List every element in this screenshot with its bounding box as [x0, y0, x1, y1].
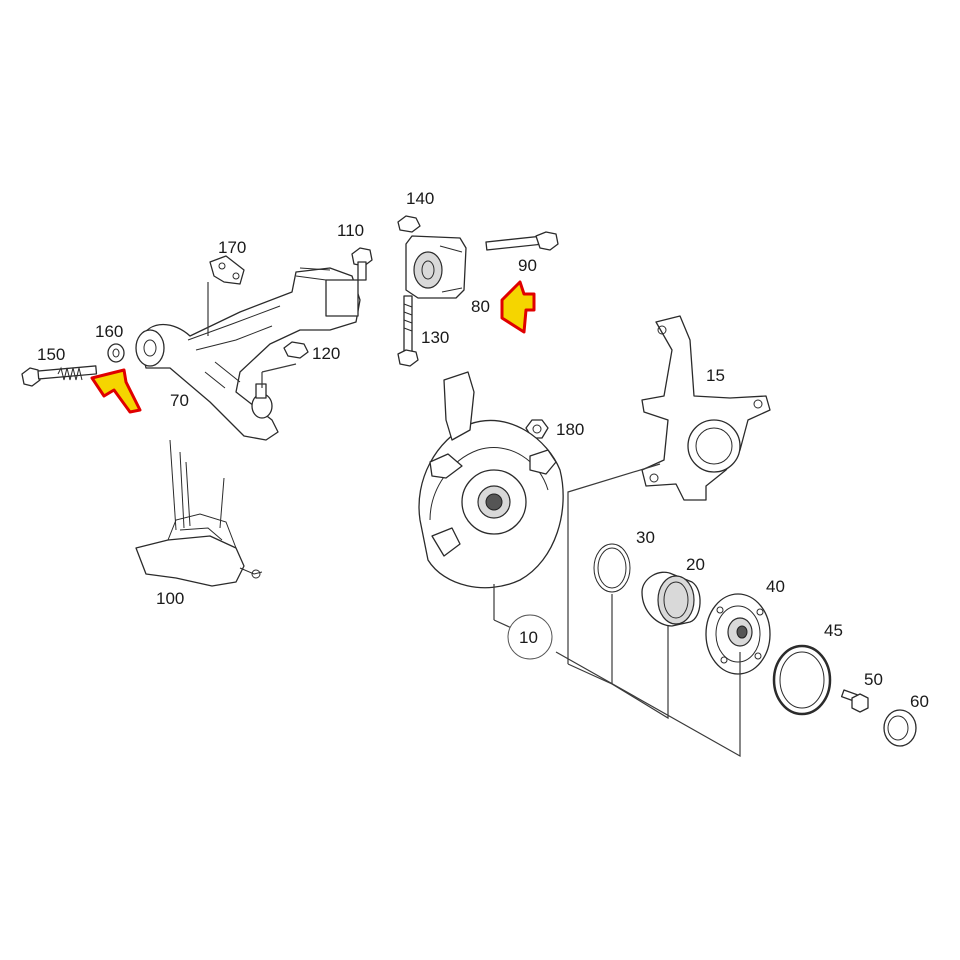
- label-170: 170: [218, 238, 246, 257]
- knuckle-10: [418, 371, 564, 589]
- label-60: 60: [910, 692, 929, 711]
- leader-lines: [207, 282, 741, 758]
- highlight-arrow-150: [90, 368, 142, 414]
- snap-ring-30: [593, 543, 631, 593]
- label-100: 100: [156, 589, 184, 608]
- bracket-100: [135, 439, 263, 587]
- bolt-150: [21, 365, 98, 387]
- bearing-20: [641, 571, 701, 627]
- clip-170: [209, 255, 245, 285]
- label-180: 180: [556, 420, 584, 439]
- label-15: 15: [706, 366, 725, 385]
- label-120: 120: [312, 344, 340, 363]
- washer-160: [107, 343, 125, 363]
- cap-60: [883, 709, 917, 747]
- seal-45: [772, 644, 832, 716]
- bushing-80: [405, 235, 467, 299]
- label-80: 80: [471, 297, 490, 316]
- label-50: 50: [864, 670, 883, 689]
- label-150: 150: [37, 345, 65, 364]
- label-90: 90: [518, 256, 537, 275]
- label-20: 20: [686, 555, 705, 574]
- nut-140: [397, 215, 421, 233]
- label-130: 130: [421, 328, 449, 347]
- label-70: 70: [170, 391, 189, 410]
- bolt-110: [351, 247, 373, 281]
- label-110: 110: [337, 221, 364, 240]
- label-45: 45: [824, 621, 843, 640]
- control-arm-70: [135, 267, 361, 441]
- label-40: 40: [766, 577, 785, 596]
- hub-40: [705, 593, 771, 675]
- knuckle-15: [641, 315, 771, 501]
- nut-120: [283, 341, 309, 359]
- label-10: 10: [519, 628, 538, 647]
- bolt-130: [397, 295, 419, 367]
- label-140: 140: [406, 189, 434, 208]
- bolt-50: [840, 689, 869, 713]
- callout-circle-10: [507, 614, 553, 660]
- label-30: 30: [636, 528, 655, 547]
- part-labels: 150 160 170 70 110 120 140 90 80 130 100…: [37, 189, 929, 711]
- bolt-90: [485, 231, 559, 251]
- highlight-arrow-80: [500, 280, 536, 334]
- label-160: 160: [95, 322, 123, 341]
